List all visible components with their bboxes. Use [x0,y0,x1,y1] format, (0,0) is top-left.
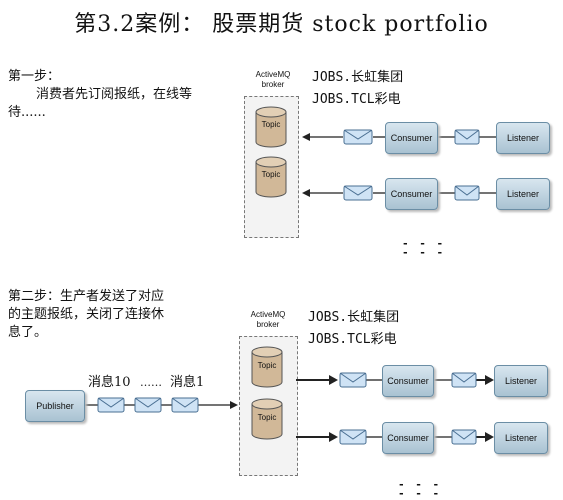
topic-label: Topic [261,120,281,129]
broker-label-line1: ActiveMQ [250,310,286,319]
topic-name-tcl: JOBS.TCL彩电 [312,92,401,107]
message-envelope-icon [451,372,477,388]
arrow-head [485,432,494,442]
topic-label: Topic [257,361,277,370]
topic-name-changhong: JOBS.长虹集团 [308,310,400,325]
message-1-label: 消息1 [170,375,205,390]
message-envelope-icon [454,185,480,201]
ellipsis-mark: - - - [402,237,446,250]
ellipsis-mark: - - - [398,478,442,491]
page-title: 第3.2案例： 股票期货 stock portfolio [74,12,489,37]
message-envelope-icon [343,129,373,145]
message-envelope-icon [343,185,373,201]
message-envelope-icon [454,129,480,145]
consumer-node: Consumer [385,122,438,154]
consumer-node: Consumer [382,365,434,397]
message-envelope-icon [451,429,477,445]
message-envelope-icon [134,397,162,413]
publisher-node: Publisher [25,390,85,422]
consumer-node: Consumer [382,422,434,454]
message-envelope-icon [339,372,367,388]
listener-node: Listener [496,122,550,154]
topic-cylinder [255,106,287,148]
topic-name-changhong: JOBS.长虹集团 [312,70,404,85]
listener-node: Listener [494,365,548,397]
arrow-head [230,401,238,409]
listener-node: Listener [494,422,548,454]
step2-text-line1: 第二步：生产者发送了对应 [8,289,165,304]
listener-node: Listener [496,178,550,210]
arrow-head [485,375,494,385]
topic-label: Topic [261,170,281,179]
topic-label: Topic [257,413,277,422]
broker-label: ActiveMQ broker [238,310,298,330]
step1-text-line2: 消费者先订阅报纸，在线等 [36,87,193,102]
message-envelope-icon [339,429,367,445]
arrow-head [302,189,310,197]
arrow-head [329,375,338,385]
message-10-label: 消息10 [88,375,131,390]
arrow-head [302,133,310,141]
topic-name-tcl: JOBS.TCL彩电 [308,332,397,347]
broker-label-line1: ActiveMQ [255,70,291,79]
step2-text-line3: 息了。 [8,325,48,340]
broker-label-line2: broker [256,320,280,329]
arrow-head [329,432,338,442]
step2-text-line2: 的主题报纸，关闭了连接休 [8,307,165,322]
ellipsis-mark: - - - [398,487,442,500]
message-envelope-icon [171,397,199,413]
topic-cylinder [251,346,283,388]
step1-text-line3: 待...... [8,105,46,120]
consumer-node: Consumer [385,178,438,210]
message-dots-label: …… [140,376,162,389]
broker-label: ActiveMQ broker [243,70,303,90]
step1-label: 第一步： [8,69,61,84]
message-envelope-icon [97,397,125,413]
broker-label-line2: broker [261,80,285,89]
ellipsis-mark: - - - [402,246,446,259]
topic-cylinder [251,398,283,440]
topic-cylinder [255,156,287,198]
